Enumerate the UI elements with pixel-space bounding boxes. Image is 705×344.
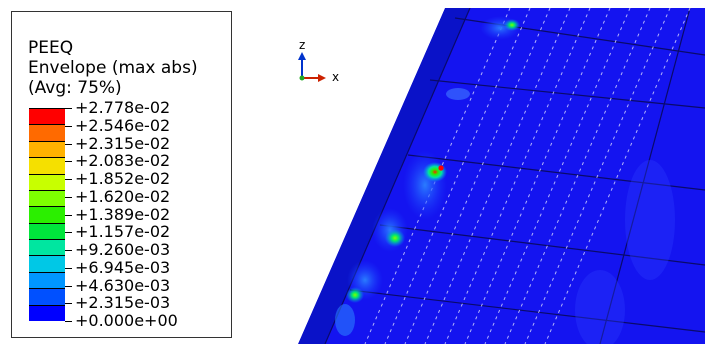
legend-tick-label: +2.315e-02 bbox=[75, 133, 171, 153]
axis-triad: z x bbox=[290, 38, 360, 88]
legend-swatch bbox=[29, 124, 65, 141]
stress-hotspots bbox=[335, 16, 520, 336]
frame-lines bbox=[324, 8, 705, 344]
legend-swatch bbox=[29, 157, 65, 174]
legend-tick-label: +6.945e-03 bbox=[75, 257, 171, 277]
longitudinal-lines bbox=[364, 8, 691, 344]
legend-tick bbox=[65, 303, 72, 305]
legend-variable: PEEQ bbox=[28, 38, 74, 58]
legend-swatch bbox=[29, 108, 65, 125]
legend-tick bbox=[65, 321, 72, 322]
legend-tick-label: +2.083e-02 bbox=[75, 151, 171, 171]
legend-tick-label: +2.546e-02 bbox=[75, 115, 171, 135]
legend-swatch bbox=[29, 304, 65, 321]
legend-swatch bbox=[29, 206, 65, 223]
legend-tick-label: +0.000e+00 bbox=[75, 311, 178, 330]
legend-averaging: (Avg: 75%) bbox=[28, 78, 122, 98]
legend-tick bbox=[65, 143, 72, 145]
legend-tick-label: +2.778e-02 bbox=[75, 98, 171, 117]
legend-tick bbox=[65, 285, 72, 287]
legend-swatch bbox=[29, 288, 65, 305]
legend-colorbar bbox=[29, 108, 65, 321]
legend-tick bbox=[65, 108, 72, 109]
legend-tick-label: +1.620e-02 bbox=[75, 186, 171, 206]
x-axis-label: x bbox=[332, 70, 340, 84]
legend-tick bbox=[65, 232, 72, 234]
legend-tick-label: +4.630e-03 bbox=[75, 275, 171, 295]
legend-tick bbox=[65, 196, 72, 198]
legend-swatch bbox=[29, 255, 65, 272]
legend-swatch bbox=[29, 271, 65, 289]
legend-subtitle: Envelope (max abs) bbox=[28, 58, 198, 78]
legend-tick bbox=[65, 250, 72, 251]
legend-tick-label: +1.157e-02 bbox=[75, 222, 171, 242]
legend-tick bbox=[65, 179, 72, 180]
legend-tick bbox=[65, 214, 72, 216]
legend-tick-label: +2.315e-03 bbox=[75, 293, 171, 313]
legend-swatch bbox=[29, 173, 65, 190]
legend-swatch bbox=[29, 239, 65, 256]
legend-tick-label: +1.852e-02 bbox=[75, 169, 171, 188]
legend-swatch bbox=[29, 189, 65, 207]
legend-tick bbox=[65, 267, 72, 269]
legend-swatch bbox=[29, 222, 65, 240]
contour-legend: PEEQ Envelope (max abs) (Avg: 75%) +2.77… bbox=[11, 11, 232, 338]
legend-tick bbox=[65, 161, 72, 163]
triad-arrows bbox=[298, 52, 326, 82]
legend-tick bbox=[65, 125, 72, 127]
legend-tick-label: +1.389e-02 bbox=[75, 204, 171, 224]
legend-tick-label: +9.260e-03 bbox=[75, 240, 171, 259]
z-axis-label: z bbox=[299, 38, 306, 52]
legend-swatch bbox=[29, 140, 65, 158]
peak-hotspot bbox=[438, 165, 444, 171]
